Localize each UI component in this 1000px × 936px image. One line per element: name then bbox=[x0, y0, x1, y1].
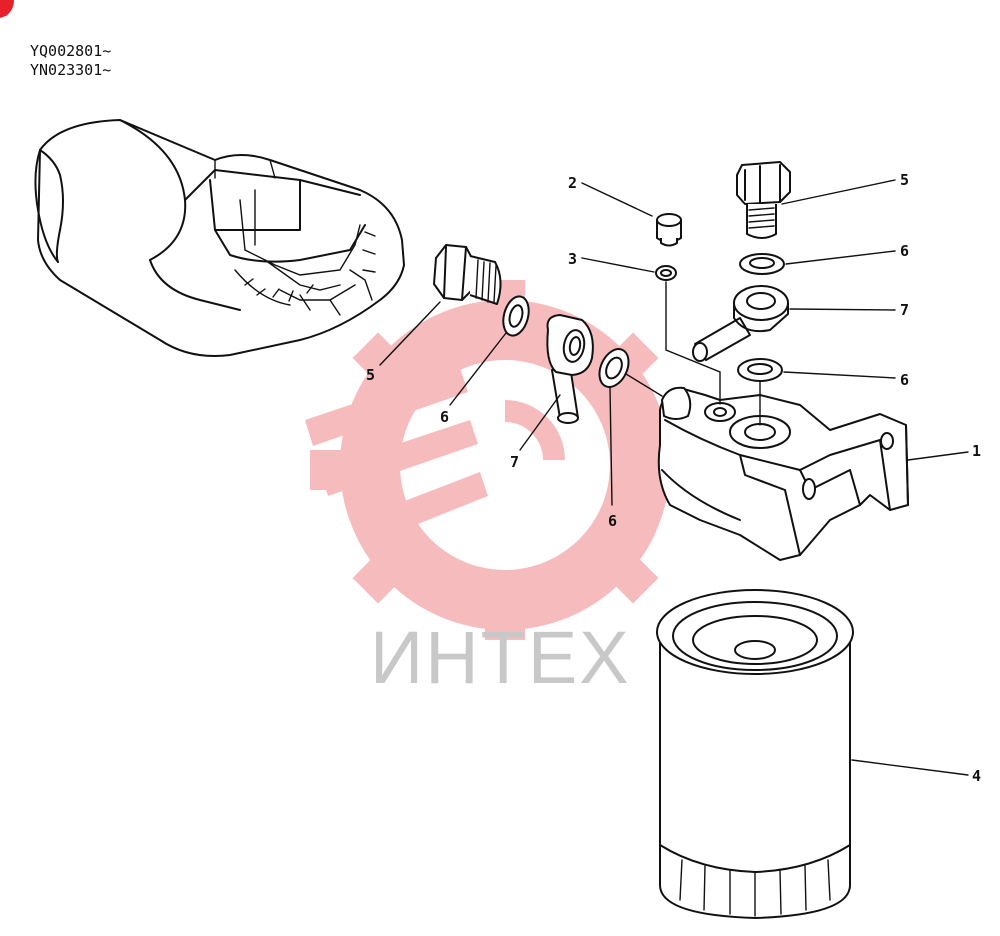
part-6-washer-lower bbox=[737, 358, 783, 382]
serial-range-2: YN023301~ bbox=[30, 61, 112, 79]
callout-6-left: 6 bbox=[440, 408, 449, 426]
part-6-washer-left bbox=[502, 295, 530, 337]
engine-block bbox=[34, 119, 405, 357]
part-4-oil-filter bbox=[656, 589, 854, 919]
corner-mark bbox=[0, 0, 14, 18]
part-5-bolt-horizontal bbox=[433, 244, 502, 305]
serial-range-1: YQ002801~ bbox=[30, 42, 112, 60]
callout-4: 4 bbox=[972, 767, 981, 785]
callout-6-right-lower: 6 bbox=[900, 371, 909, 389]
watermark-text: ИНТЕХ bbox=[370, 616, 631, 699]
callouts: 1 2 3 4 5 5 6 6 6 6 7 7 bbox=[366, 171, 981, 785]
part-5-bolt-vertical bbox=[736, 161, 791, 239]
part-6-washer-middle bbox=[598, 348, 630, 388]
part-1-filter-head bbox=[657, 386, 909, 561]
callout-6-right-upper: 6 bbox=[900, 242, 909, 260]
callout-7-left: 7 bbox=[510, 453, 519, 471]
callout-1: 1 bbox=[972, 442, 981, 460]
watermark-logo bbox=[305, 280, 700, 640]
callout-6-middle: 6 bbox=[608, 512, 617, 530]
callout-5-right: 5 bbox=[900, 171, 909, 189]
part-3-washer bbox=[655, 265, 677, 281]
part-2-plug bbox=[656, 213, 682, 247]
callout-2: 2 bbox=[568, 174, 577, 192]
callout-3: 3 bbox=[568, 250, 577, 268]
leader-lines bbox=[379, 179, 969, 776]
part-6-washer-upper bbox=[739, 253, 785, 275]
callout-5-left: 5 bbox=[366, 366, 375, 384]
part-7-banjo-right bbox=[692, 285, 789, 362]
part-7-banjo-left bbox=[546, 314, 594, 424]
callout-7-right: 7 bbox=[900, 301, 909, 319]
